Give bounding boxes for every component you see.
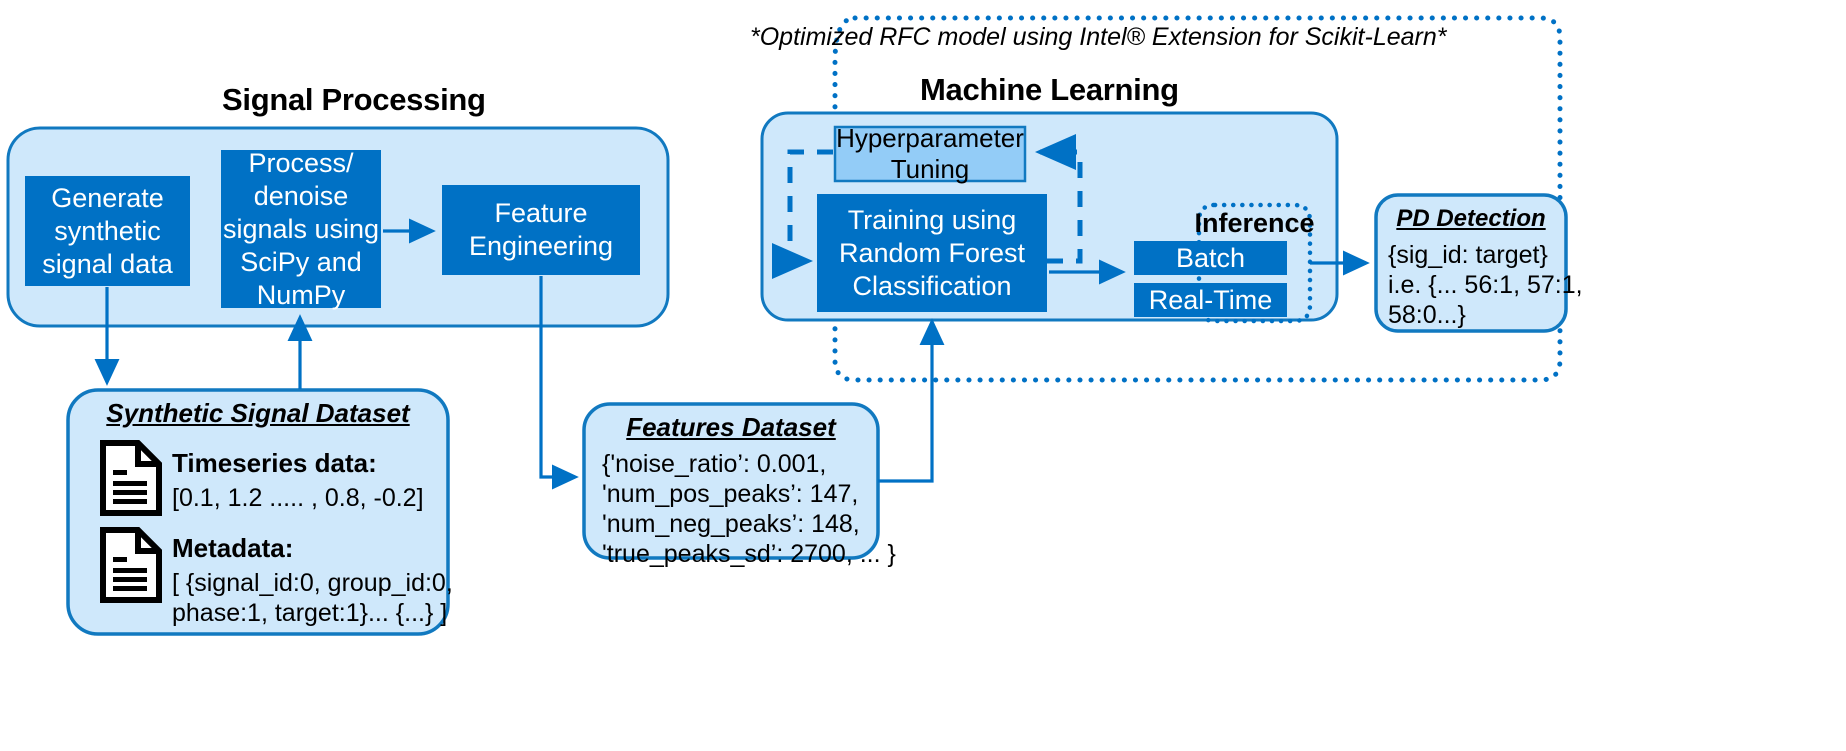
- pd-detection-value: {sig_id: target} i.e. {... 56:1, 57:1, 5…: [1388, 241, 1583, 329]
- synthetic-dataset-panel: [66, 388, 450, 636]
- ml-footnote: *Optimized RFC model using Intel® Extens…: [750, 23, 1447, 51]
- synthetic-dataset-title: Synthetic Signal Dataset: [106, 397, 410, 428]
- step-denoise-label[interactable]: Process/ denoise signals using SciPy and…: [222, 147, 380, 310]
- metadata-value: [ {signal_id:0, group_id:0, phase:1, tar…: [172, 569, 453, 627]
- pd-detection-title: PD Detection: [1396, 205, 1546, 232]
- inference-mode-batch[interactable]: Batch: [1175, 242, 1246, 273]
- inference-scope-outline: [1196, 202, 1313, 324]
- step-generate-label[interactable]: Generate synthetic signal data: [42, 182, 173, 279]
- step-feature-box: [442, 185, 640, 275]
- timeseries-heading: Timeseries data:: [172, 448, 377, 478]
- inference-title: Inference: [1194, 207, 1315, 238]
- feedback-hyperparameter-to-training: [772, 149, 833, 279]
- document-icon: [100, 527, 162, 603]
- feedback-training-to-hyperparameter: [1034, 134, 1083, 264]
- inference-batch-box: [1134, 241, 1287, 275]
- arrow-features-to-training: [878, 318, 945, 483]
- document-icon: [100, 440, 162, 516]
- metadata-heading: Metadata:: [172, 533, 294, 563]
- features-dataset-value: {'noise_ratio’: 0.001, 'num_pos_peaks’: …: [602, 450, 896, 568]
- step-denoise-box: [221, 150, 381, 308]
- step-generate-box: [25, 176, 190, 286]
- timeseries-value: [0.1, 1.2 ..... , 0.8, -0.2]: [172, 484, 424, 512]
- training-label[interactable]: Training using Random Forest Classificat…: [838, 204, 1026, 301]
- hyperparameter-box: [833, 125, 1027, 183]
- inference-mode-real-time[interactable]: Real-Time: [1148, 284, 1273, 315]
- training-box: [817, 194, 1047, 312]
- machine-learning-title: Machine Learning: [920, 72, 1179, 107]
- pd-detection-panel: [1374, 193, 1568, 333]
- step-feature-label[interactable]: Feature Engineering: [468, 198, 614, 261]
- arrow-feature-to-features: [539, 276, 579, 490]
- hyperparameter-label[interactable]: Hyperparameter Tuning: [836, 123, 1024, 184]
- inference-realtime-box: [1134, 283, 1287, 317]
- features-dataset-title: Features Dataset: [626, 411, 836, 442]
- signal-processing-title: Signal Processing: [222, 82, 486, 117]
